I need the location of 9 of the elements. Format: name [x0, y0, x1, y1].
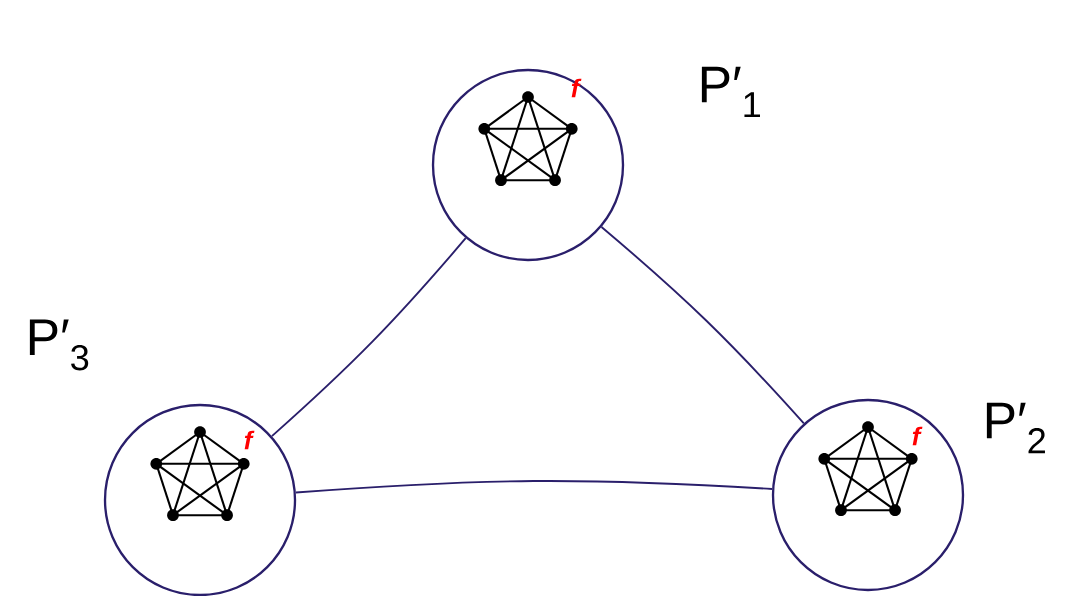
node-label: f [912, 426, 923, 446]
node-caption: P′$_{2}$ [986, 402, 1045, 454]
node-label: f [571, 78, 582, 98]
node-caption: P′$_{3}$ [29, 319, 89, 371]
node-label: f [244, 430, 255, 450]
connector-line [271, 237, 467, 438]
node-caption: P′$_{1}$ [701, 66, 760, 118]
connector-line [600, 226, 805, 425]
connector-line [294, 480, 773, 494]
